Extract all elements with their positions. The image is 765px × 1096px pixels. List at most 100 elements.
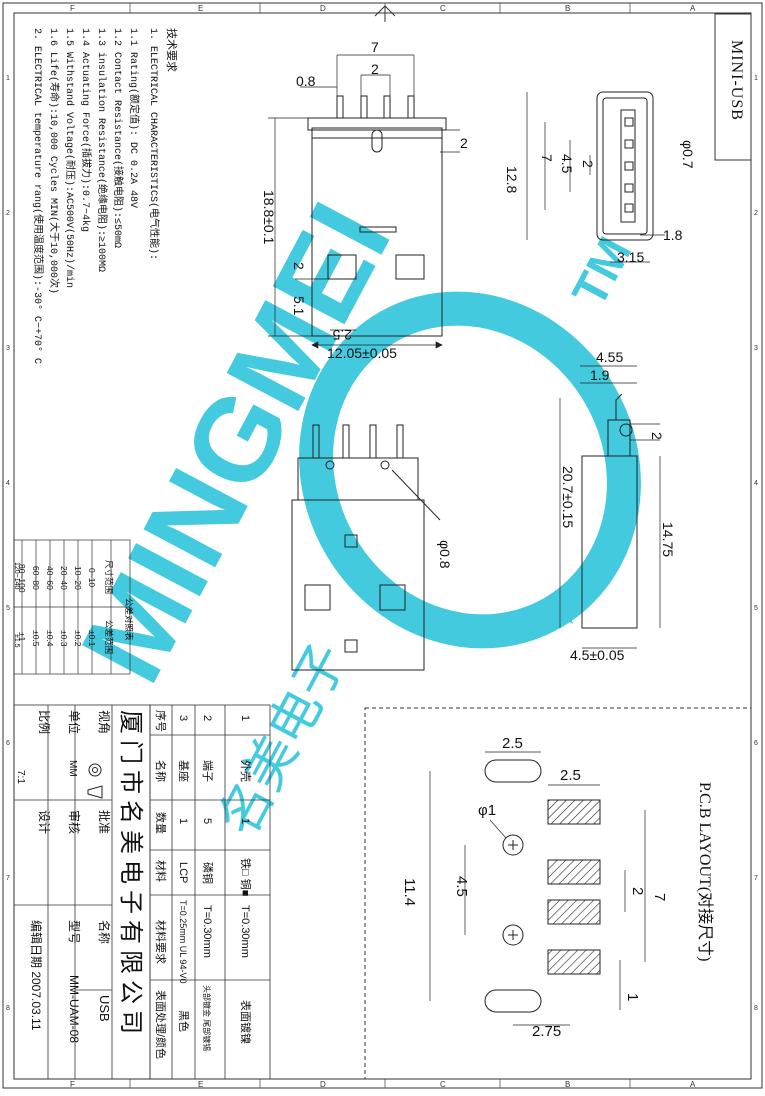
notes-line-4-block: 1.3 insulation Resistance(绝缘电阻):≥100MΩ	[95, 28, 111, 272]
tol-r2-tol: ±0.2	[73, 630, 83, 647]
dim-end-315: 3.15	[617, 249, 644, 265]
notes-line-5: 1.4 Actuating Force(插拔力):0.7~4kg	[79, 28, 90, 233]
tol-r4-range: 40~60	[45, 566, 55, 590]
watermark-tm: TM	[563, 229, 642, 315]
tolerance-extra-row: 120~140 ±1.5	[13, 562, 20, 648]
bom-r1-finish: 表面镀镍	[239, 1000, 253, 1044]
zone-num-4: 4	[6, 480, 10, 487]
tol-header-tol: 公差范围	[104, 620, 114, 654]
notes-line-1-block: 1. ELECTRICAL CHARACTERISTICS(电气性能):	[144, 28, 160, 348]
pcb-hatched-pads	[547, 799, 601, 975]
plug-top-labels: 7 2 0.8 2 12.05±0.05	[296, 39, 468, 361]
bom-r3-qty: 1	[177, 818, 189, 824]
plug-top-dims	[268, 54, 460, 349]
view-label: 视角	[97, 710, 112, 734]
pcb-dim-phi1: φ1	[478, 802, 496, 819]
tol-title: 公差对照表	[124, 598, 134, 641]
unit-value: MM	[67, 760, 78, 777]
pcb-frame	[364, 707, 752, 1080]
tolerance-table	[13, 539, 131, 675]
zone-num-1: 1	[6, 75, 10, 82]
bom-r3-mat: LCP	[177, 862, 189, 883]
notes-line-1: 1. ELECTRICAL CHARACTERISTICS(电气性能):	[147, 28, 158, 261]
bom-r2-mat: 磷铜	[201, 862, 215, 884]
name-value: USB	[97, 995, 112, 1022]
pcb-dim-25a: 2.5	[502, 735, 523, 752]
bom-r1-index: 1	[239, 715, 251, 721]
zone-num-r5: 5	[754, 605, 758, 612]
tol-header-range: 尺寸范围	[104, 560, 114, 594]
tol-r3-tol: ±0.3	[59, 630, 69, 647]
title-block	[13, 704, 151, 1080]
notes-line-2-block: 1.1 Rating(额定值): DC 0.2A 48V	[127, 28, 143, 208]
bom-r3-name: 基座	[177, 760, 191, 782]
plug-side-labels: 4.55 1.9 2 20.7±0.15 14.75 4.5±0.05	[560, 349, 676, 663]
zone-bottom-d: D	[320, 1080, 326, 1089]
projection-symbol-icon	[87, 763, 103, 799]
zone-num-2: 2	[6, 210, 10, 217]
dim-side-2: 2	[649, 432, 665, 440]
zone-bottom-a: A	[690, 1080, 696, 1089]
zone-num-r2: 2	[754, 210, 758, 217]
zone-numbers: 1 2 3 4 5 6 7 8 1 2 3 4 5 6 7 8	[6, 75, 758, 1012]
zone-bottom-f: F	[70, 1080, 75, 1089]
orientation-arrow-icon	[374, 5, 396, 22]
dim-side-455: 4.55	[596, 349, 623, 365]
zone-bottom-c: C	[440, 1080, 446, 1089]
notes-line-7-block: 1.6 Life(寿命):10,000 Cycles MIN(大于10,000次…	[47, 28, 63, 294]
pcb-dims	[429, 751, 646, 1026]
tol-r4-tol: ±0.4	[45, 630, 55, 647]
bom-r1-mat: 铁□ 铜■	[239, 858, 253, 896]
pcb-dim-2: 2	[629, 887, 646, 895]
bom-r1-qty: 1	[239, 818, 251, 824]
zone-num-r6: 6	[754, 740, 758, 747]
notes-line-6-block: 1.5 Withstand Voltage(耐压):AC500V(50Hz)/m…	[63, 28, 79, 288]
zone-top-a: A	[690, 4, 696, 13]
dim-side-19: 1.9	[590, 367, 610, 383]
zone-num-3: 3	[6, 345, 10, 352]
dim-end-45: 4.5	[559, 154, 575, 174]
dim-end-07: φ0.7	[680, 140, 696, 169]
zone-num-r8: 8	[754, 1005, 758, 1012]
bom-table	[149, 704, 271, 1080]
notes-line-8: 2. ELECTRICAL temperature rang(使用温度范围):-…	[31, 28, 42, 365]
tol-r6-range: 80~100	[17, 564, 27, 593]
dim-end-2: 2	[580, 160, 596, 168]
dim-top-7: 7	[371, 39, 379, 55]
zone-num-r7: 7	[754, 875, 758, 882]
dim-top-08: 0.8	[296, 73, 316, 89]
dim-win-25: 2.5	[332, 327, 352, 343]
zone-bottom-e: E	[198, 1080, 203, 1089]
notes-line-3-block: 1.2 Contact Resistance(接触电阻):≤50mΩ	[111, 28, 127, 248]
dim-pin-08: φ0.8	[437, 540, 453, 569]
company-name: 厦门市名美电子有限公司	[117, 710, 144, 1040]
plug-top-rot-labels: 18.8±0.1 2 5.1 2.5	[261, 190, 352, 343]
tol-r6-tol: ±1	[17, 632, 27, 642]
tol-r3-range: 20~40	[59, 566, 69, 590]
bom-r2-req: T=0.30mm	[201, 905, 213, 958]
notes-line-4: 1.3 insulation Resistance(绝缘电阻):≥100MΩ	[95, 28, 106, 273]
edit-date: 编辑日期 2007.03.11	[29, 920, 44, 1031]
review-label: 审核	[67, 810, 82, 834]
plug-side-view	[581, 393, 638, 629]
dim-win-2: 2	[291, 262, 307, 270]
bom-r3-finish: 黑色	[177, 1010, 191, 1032]
bom-h-finish: 表面处理/颜色	[154, 990, 168, 1059]
plug-bottom-view	[291, 424, 441, 671]
notes-line-7: 1.6 Life(寿命):10,000 Cycles MIN(大于10,000次…	[47, 28, 58, 295]
notes-heading: 技术要求	[164, 28, 176, 72]
dim-side-45: 4.5±0.05	[570, 647, 625, 663]
zone-letters-bottom: F E D C B A	[70, 1080, 696, 1089]
plug-side-dims	[559, 365, 661, 649]
pcb-dim-1: 1	[624, 993, 641, 1001]
dim-width: 12.05±0.05	[327, 345, 397, 361]
model-value: MM-UAM-08	[67, 975, 81, 1043]
plug-end-labels: 12.8 2 7 4.5 φ0.7 1.8 3.15	[504, 140, 696, 265]
bom-h-index: 序号	[154, 710, 168, 732]
zone-top-f: F	[70, 4, 75, 13]
zone-num-8: 8	[6, 1005, 10, 1012]
zone-top-c: C	[440, 4, 446, 13]
